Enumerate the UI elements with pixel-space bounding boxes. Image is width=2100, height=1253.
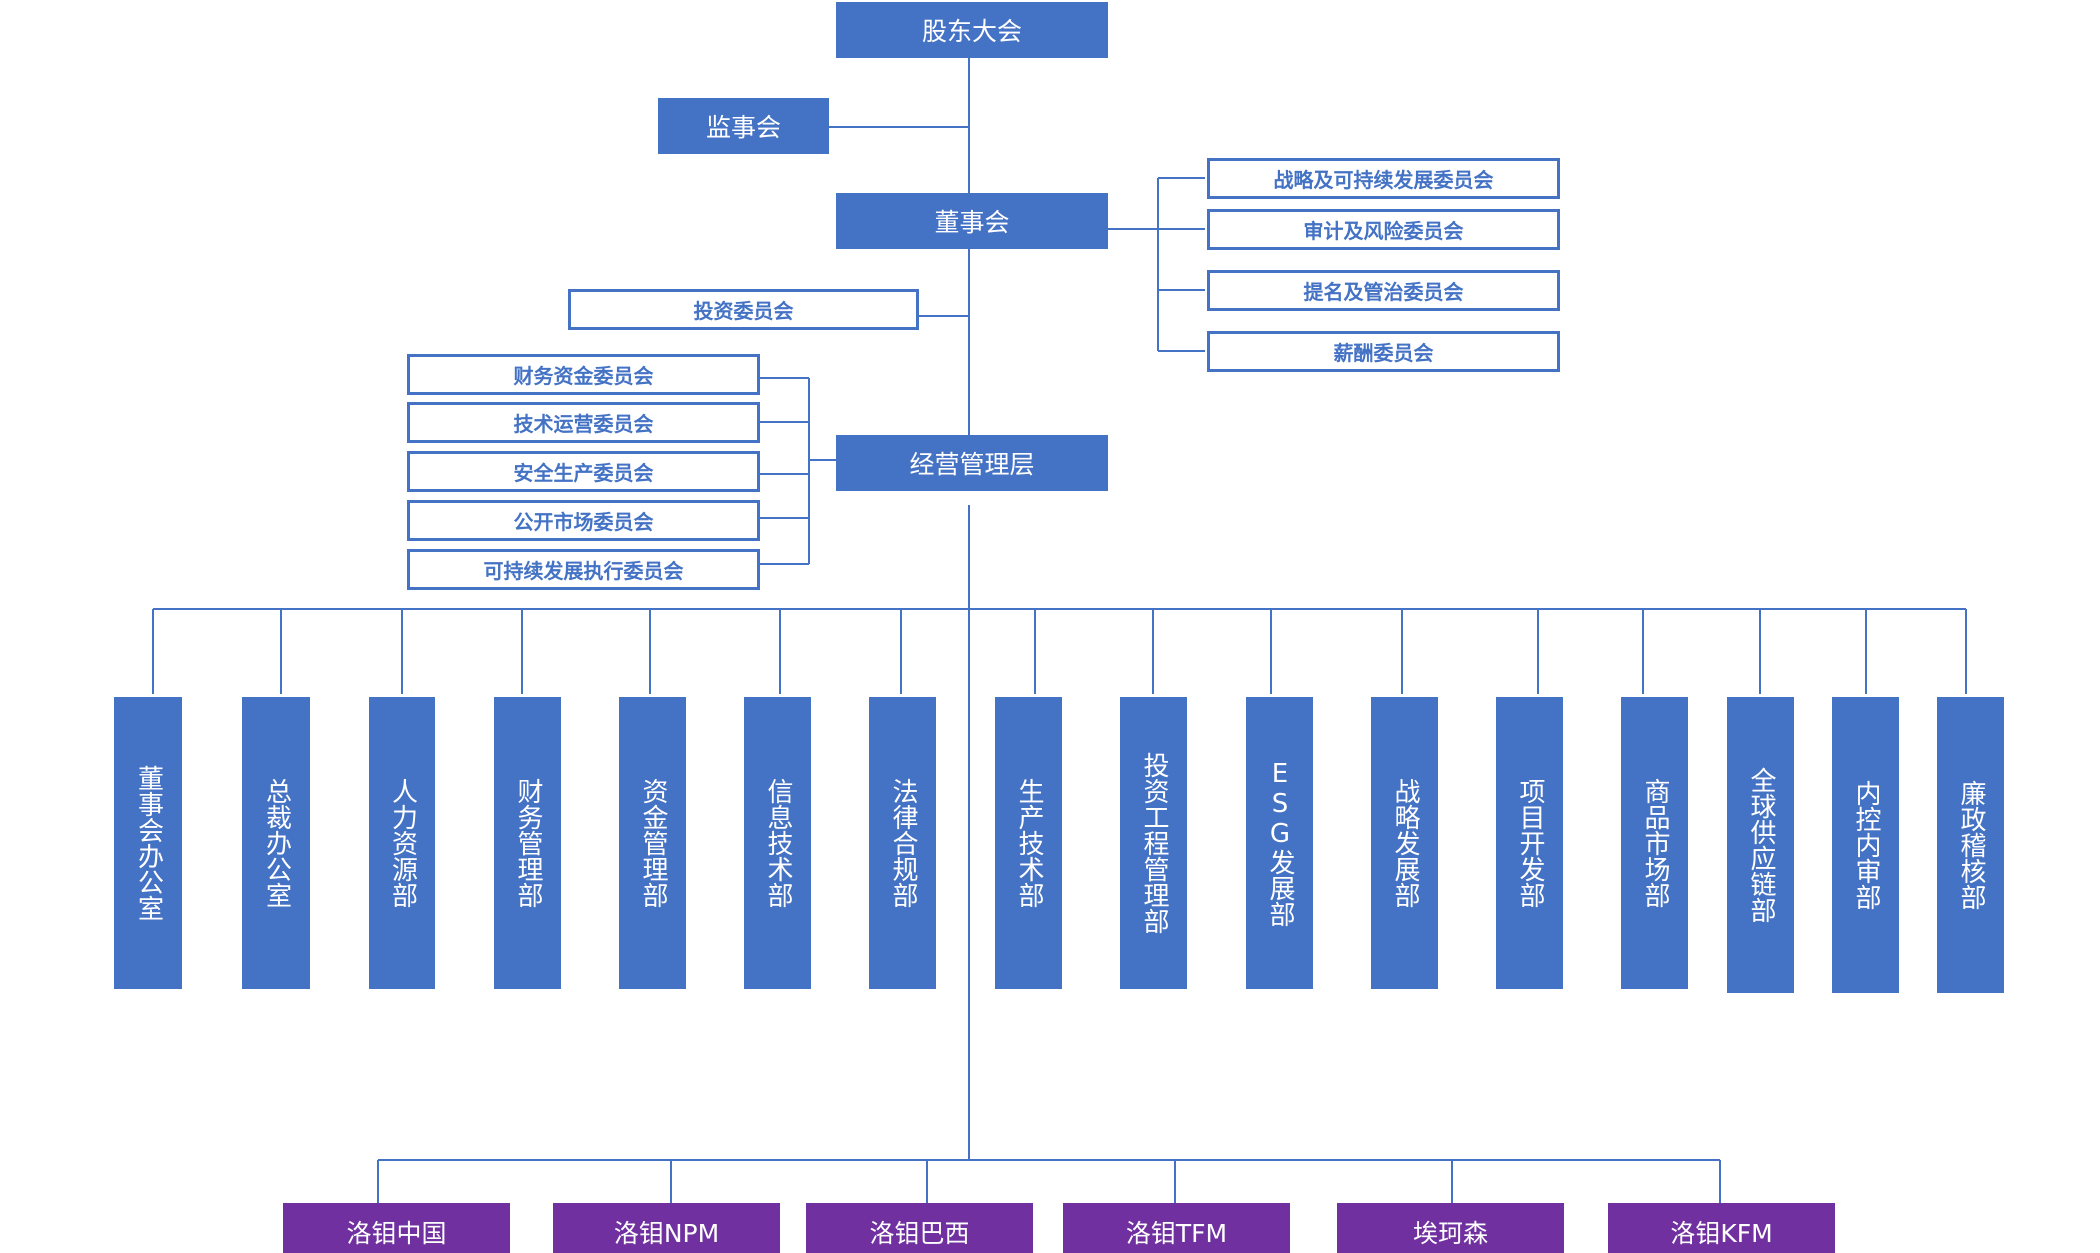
shareholders-box: 股东大会 xyxy=(836,2,1108,58)
subsidiary-box: 洛钼中国 xyxy=(283,1203,510,1253)
department-label: 项目开发部 xyxy=(1515,778,1545,908)
subsidiary-box: 洛钼巴西 xyxy=(806,1203,1033,1253)
management-committee-box: 可持续发展执行委员会 xyxy=(407,549,760,590)
department-label: 人力资源部 xyxy=(387,778,418,908)
board-box: 董事会 xyxy=(836,193,1108,249)
department-label: 战略发展部 xyxy=(1390,778,1420,908)
department-label: 财务管理部 xyxy=(513,778,543,908)
subsidiary-box: 洛钼TFM xyxy=(1063,1203,1290,1253)
department-box: 商品市场部 xyxy=(1621,697,1688,989)
management-committee-box: 安全生产委员会 xyxy=(407,451,760,492)
department-box: 廉政稽核部 xyxy=(1937,697,2004,993)
department-box: 总裁办公室 xyxy=(242,697,310,989)
subsidiary-box: 洛钼NPM xyxy=(553,1203,780,1253)
department-box: 项目开发部 xyxy=(1496,697,1563,989)
department-box: 资金管理部 xyxy=(619,697,686,989)
subsidiary-box: 洛钼KFM xyxy=(1608,1203,1835,1253)
department-box: ESG发展部 xyxy=(1246,697,1313,989)
department-label: 内控内审部 xyxy=(1851,780,1881,910)
board-committee-box: 提名及管治委员会 xyxy=(1207,270,1560,311)
department-label: 信息技术部 xyxy=(763,778,793,908)
department-box: 全球供应链部 xyxy=(1727,697,1794,993)
department-label: 全球供应链部 xyxy=(1746,767,1776,923)
department-box: 董事会办公室 xyxy=(114,697,182,989)
board-committee-box: 审计及风险委员会 xyxy=(1207,209,1560,250)
management-committee-box: 公开市场委员会 xyxy=(407,500,760,541)
department-label: 总裁办公室 xyxy=(261,778,292,908)
department-box: 法律合规部 xyxy=(869,697,936,989)
department-box: 人力资源部 xyxy=(369,697,435,989)
management-committee-box: 技术运营委员会 xyxy=(407,402,760,443)
department-label: 商品市场部 xyxy=(1640,778,1670,908)
subsidiary-box: 埃珂森 xyxy=(1337,1203,1564,1253)
management-box: 经营管理层 xyxy=(836,435,1108,491)
department-label: 资金管理部 xyxy=(638,778,668,908)
department-box: 投资工程管理部 xyxy=(1120,697,1187,989)
department-box: 信息技术部 xyxy=(744,697,811,989)
department-box: 战略发展部 xyxy=(1371,697,1438,989)
investment-committee-box: 投资委员会 xyxy=(568,289,919,330)
department-label: 生产技术部 xyxy=(1014,778,1044,908)
supervisory-board-box: 监事会 xyxy=(658,98,829,154)
department-box: 内控内审部 xyxy=(1832,697,1899,993)
department-label: 法律合规部 xyxy=(888,778,918,908)
department-label: 廉政稽核部 xyxy=(1956,780,1986,910)
department-label: 投资工程管理部 xyxy=(1139,752,1169,934)
board-committee-box: 薪酬委员会 xyxy=(1207,331,1560,372)
management-committee-box: 财务资金委员会 xyxy=(407,354,760,395)
board-committee-box: 战略及可持续发展委员会 xyxy=(1207,158,1560,199)
department-label: 董事会办公室 xyxy=(133,765,164,921)
department-box: 生产技术部 xyxy=(995,697,1062,989)
department-box: 财务管理部 xyxy=(494,697,561,989)
department-label: ESG发展部 xyxy=(1265,759,1295,927)
